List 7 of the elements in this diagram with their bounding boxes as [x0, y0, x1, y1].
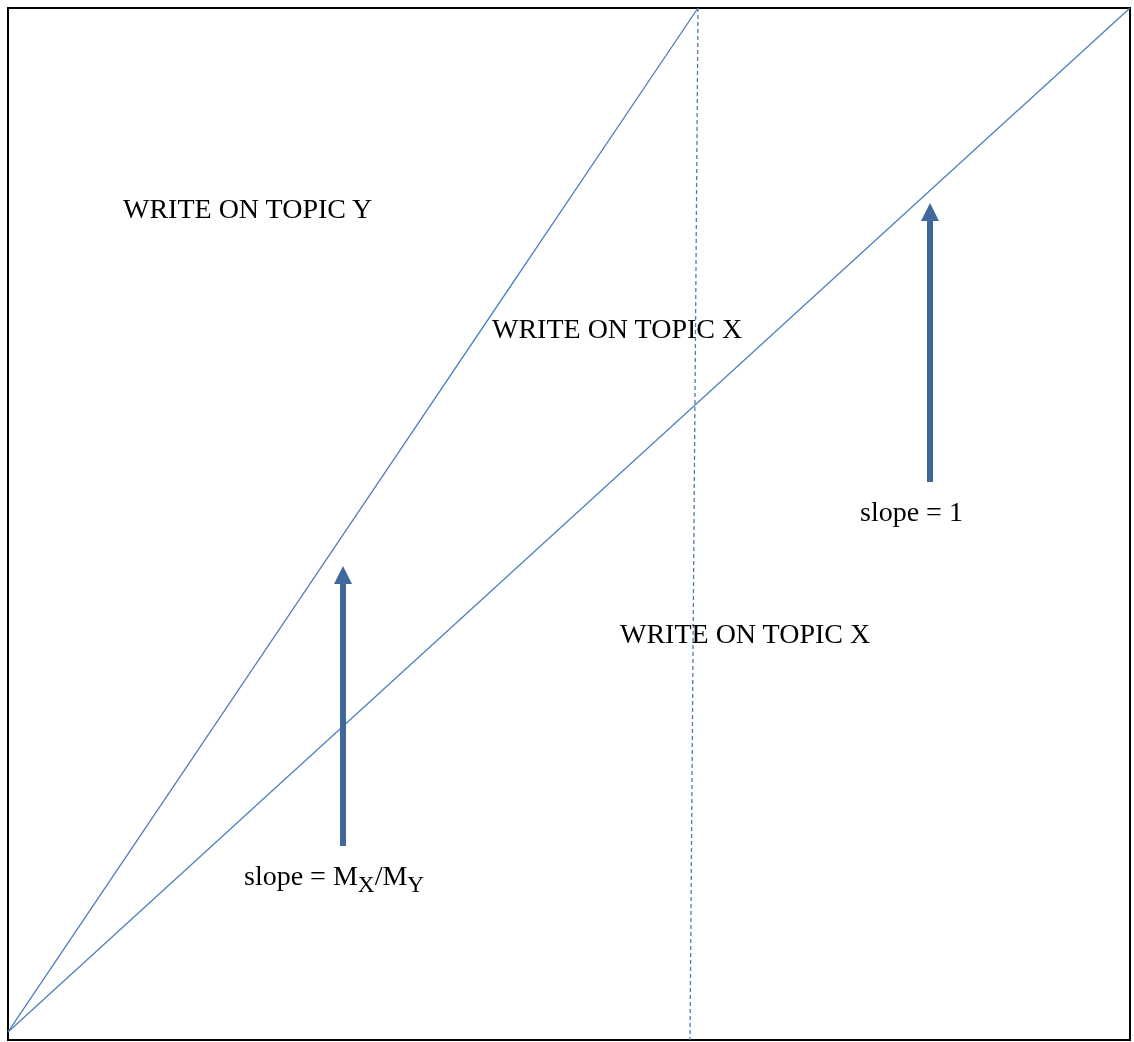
arrow [334, 566, 352, 846]
slope-label: slope = M$_{X}$/M$_{Y}$ [244, 846, 425, 900]
slope-label: slope = 1 [860, 482, 963, 528]
arrow [921, 203, 939, 482]
region-label: WRITE ON TOPIC Y [123, 193, 373, 225]
region-label: WRITE ON TOPIC X [492, 313, 743, 345]
region-label: WRITE ON TOPIC X [620, 618, 871, 650]
